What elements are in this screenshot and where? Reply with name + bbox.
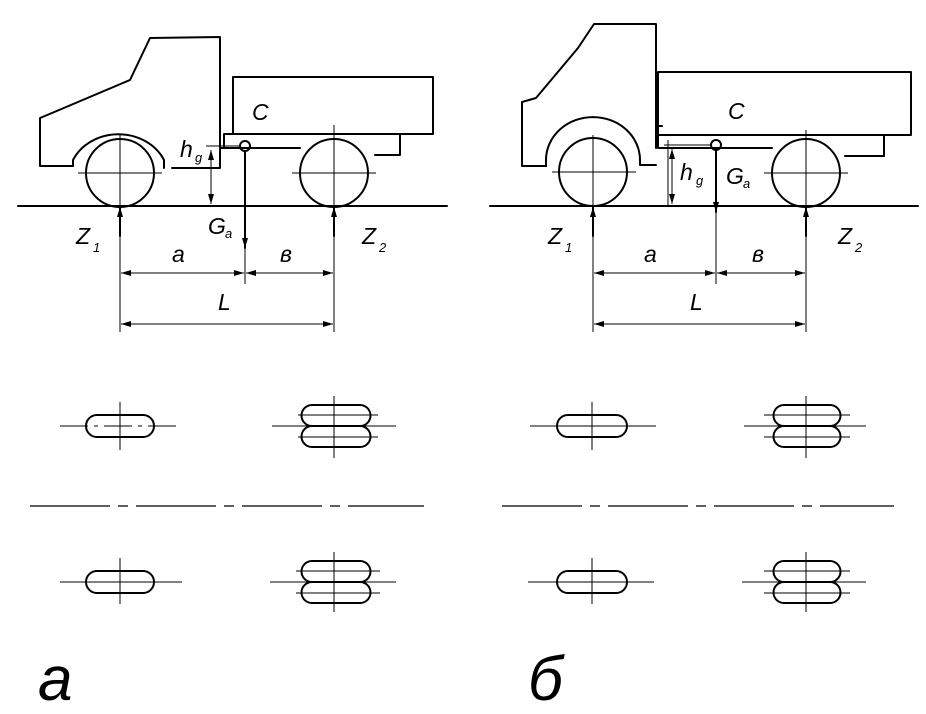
cg-height-label: h <box>180 136 193 162</box>
caption-b: б <box>528 645 565 714</box>
variant-b: C h g G a Z 1 Z 2 a в L <box>489 23 919 714</box>
rear-reaction-label: Z <box>837 223 853 249</box>
dim-l-label: L <box>690 289 703 315</box>
cargo-label: C <box>728 98 745 124</box>
dim-a-label: a <box>644 241 657 267</box>
chassis-frame <box>223 133 401 156</box>
chassis-frame <box>657 134 885 157</box>
rear-reaction-sub: 2 <box>378 240 387 255</box>
cab-outline <box>39 36 233 169</box>
rear-right-dual-tyre <box>772 560 842 604</box>
weight-label: G <box>208 213 226 239</box>
cg-height-label: h <box>680 159 693 185</box>
front-reaction-label: Z <box>75 223 91 249</box>
front-reaction-label: Z <box>547 223 563 249</box>
front-fender <box>545 116 657 167</box>
rear-right-dual-tyre <box>300 560 372 604</box>
weight-sub: a <box>225 226 232 241</box>
rear-reaction-label: Z <box>361 223 377 249</box>
front-reaction-sub: 1 <box>565 240 572 255</box>
rear-left-dual-tyre <box>772 404 842 448</box>
dim-b-label: в <box>280 241 292 267</box>
front-reaction-sub: 1 <box>93 240 100 255</box>
cab-outline <box>521 23 663 167</box>
cargo-label: C <box>252 99 269 125</box>
rear-reaction-sub: 2 <box>854 240 863 255</box>
dim-b-label: в <box>752 241 764 267</box>
plan-view-a <box>30 396 424 612</box>
center-of-gravity <box>239 140 251 152</box>
front-fender <box>72 133 165 169</box>
caption-a: а <box>38 645 72 714</box>
weight-sub: a <box>743 176 750 191</box>
dim-l-label: L <box>218 289 231 315</box>
cargo-body <box>657 71 912 136</box>
weight-label: G <box>726 163 744 189</box>
cg-height-sub: g <box>195 150 203 165</box>
cg-height-sub: g <box>696 173 704 188</box>
variant-a: C h g G a Z 1 Z 2 a в L <box>17 36 448 714</box>
plan-view-b <box>502 396 894 612</box>
dim-a-label: a <box>172 241 185 267</box>
rear-left-dual-tyre <box>300 404 372 448</box>
